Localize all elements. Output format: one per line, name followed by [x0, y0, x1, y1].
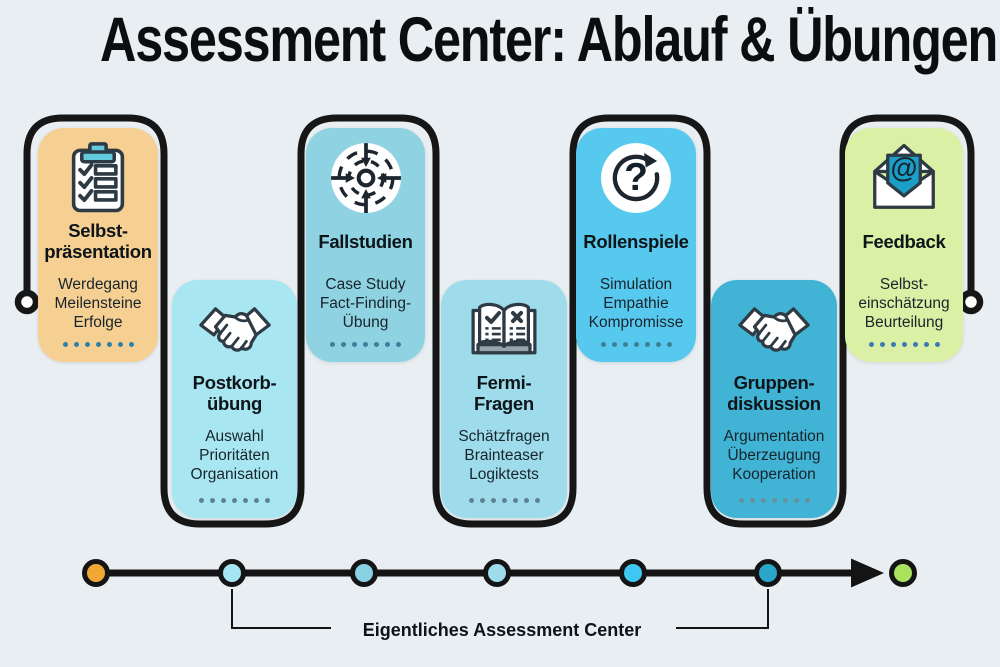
timeline-node-selbstpraesentation [82, 559, 110, 587]
timeline-node-rollenspiele [619, 559, 647, 587]
card-title: Selbst- präsentation [44, 220, 152, 262]
handshake-icon [735, 289, 813, 371]
card-dots [62, 342, 134, 347]
card-dots [468, 498, 540, 503]
card-keywords: Werdegang Meilensteine Erfolge [54, 276, 142, 331]
handshake-icon [196, 289, 274, 371]
card-feedback: Feedback Selbst- einschätzung Beurteilun… [845, 128, 963, 362]
question-refresh-icon [597, 137, 675, 219]
target-crosshair-icon [327, 137, 405, 219]
timeline-arrowhead [851, 558, 884, 588]
card-fallstudien: Fallstudien Case Study Fact-Finding- Übu… [306, 128, 425, 362]
clipboard-checklist-icon [59, 137, 137, 219]
card-title: Rollenspiele [583, 230, 689, 252]
open-book-icon [465, 289, 543, 371]
card-title: Fermi- Fragen [474, 372, 534, 414]
timeline-node-gruppendiskussion [754, 559, 782, 587]
email-at-envelope-icon [865, 137, 943, 219]
card-title: Feedback [862, 230, 946, 252]
card-selbstpraesentation: Selbst- präsentation Werdegang Meilenste… [38, 128, 158, 362]
card-dots [199, 498, 270, 503]
page-title: Assessment Center: Ablauf & Übungen [100, 5, 998, 75]
serpentine-line [23, 114, 975, 528]
card-dots [600, 342, 672, 347]
card-fermi-fragen: Fermi- Fragen Schätzfragen Brainteaser L… [441, 280, 567, 518]
card-keywords: Selbst- einschätzung Beurteilung [858, 276, 950, 331]
bracket-right [676, 589, 769, 629]
card-keywords: Case Study Fact-Finding- Übung [319, 276, 412, 331]
card-title: Postkorb- übung [192, 372, 277, 414]
timeline-node-feedback [889, 559, 917, 587]
timeline-node-postkorbuebung [218, 559, 246, 587]
card-dots [330, 342, 401, 347]
card-postkorbuebung: Postkorb- übung Auswahl Prioritäten Orga… [172, 280, 297, 518]
card-keywords: Schätzfragen Brainteaser Logiktests [458, 428, 550, 483]
card-dots [868, 342, 940, 347]
path-start-ring [14, 289, 40, 315]
timeline-node-fallstudien [350, 559, 378, 587]
card-gruppendiskussion: Gruppen- diskussion Argumentation Überze… [711, 280, 837, 518]
card-dots [738, 498, 810, 503]
timeline-label: Eigentliches Assessment Center [362, 620, 642, 640]
card-title: Gruppen- diskussion [727, 372, 821, 414]
card-title: Fallstudien [318, 230, 413, 252]
timeline-node-fermi-fragen [483, 559, 511, 587]
path-end-ring [958, 289, 984, 315]
bracket-left [231, 589, 331, 629]
card-keywords: Simulation Empathie Kompromisse [588, 276, 684, 331]
card-keywords: Argumentation Überzeugung Kooperation [723, 428, 825, 483]
card-keywords: Auswahl Prioritäten Organisation [190, 428, 279, 483]
card-rollenspiele: Rollenspiele Simulation Empathie Komprom… [576, 128, 696, 362]
